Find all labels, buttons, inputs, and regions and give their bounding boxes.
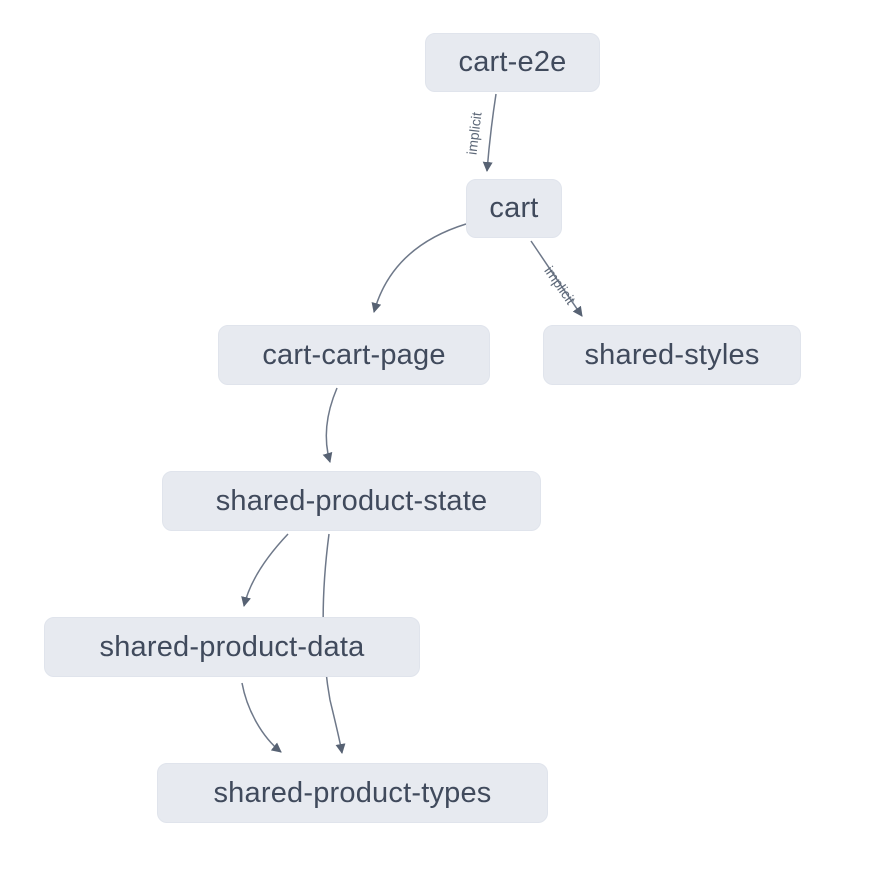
node-label: cart-e2e <box>458 46 567 78</box>
edge-cart-cart-cart-page <box>371 223 467 313</box>
edge-cart-shared-styles <box>530 240 583 317</box>
node-shared-product-types[interactable]: shared-product-types <box>157 763 548 823</box>
edge-shared-product-data-shared-product-types <box>241 682 282 753</box>
node-cart[interactable]: cart <box>466 179 562 238</box>
node-cart-e2e[interactable]: cart-e2e <box>425 33 600 92</box>
node-label: shared-product-data <box>99 630 365 663</box>
node-label: shared-product-types <box>213 776 492 809</box>
edge-cart-cart-page-shared-product-state <box>322 387 338 463</box>
node-shared-styles[interactable]: shared-styles <box>543 325 801 385</box>
edge-label-implicit: implicit <box>463 111 484 156</box>
edge-cart-e2e-cart <box>482 93 497 172</box>
edge-label-implicit: implicit <box>541 263 579 307</box>
edge-shared-product-state-shared-product-data <box>241 533 289 607</box>
node-label: cart <box>489 192 539 224</box>
node-cart-cart-page[interactable]: cart-cart-page <box>218 325 490 385</box>
node-shared-product-state[interactable]: shared-product-state <box>162 471 541 531</box>
edge-shared-product-state-shared-product-types <box>322 533 346 754</box>
node-shared-product-data[interactable]: shared-product-data <box>44 617 420 677</box>
node-label: shared-styles <box>584 338 760 371</box>
node-label: cart-cart-page <box>262 338 446 371</box>
node-label: shared-product-state <box>215 484 488 517</box>
